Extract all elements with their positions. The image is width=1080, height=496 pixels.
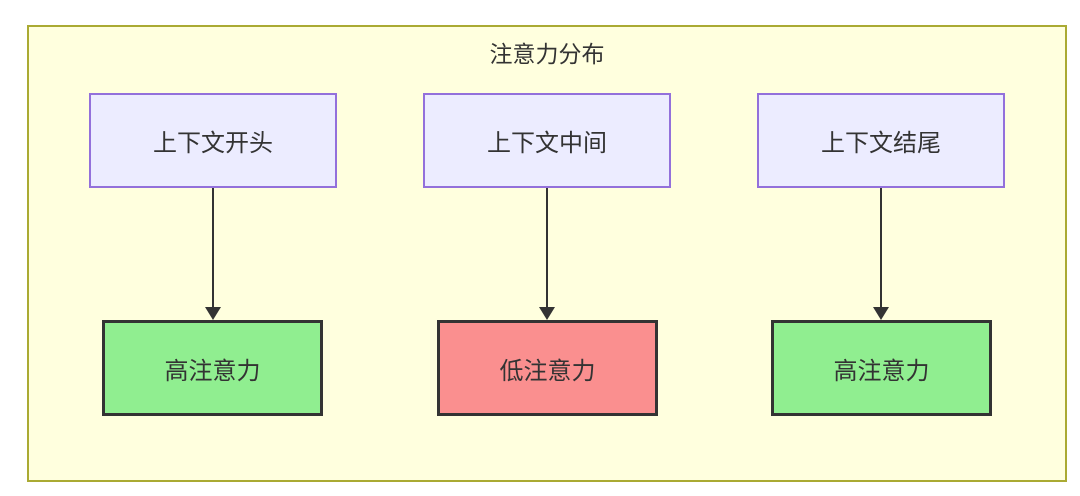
arrow-start-to-high — [205, 188, 221, 320]
arrowhead-down-icon — [539, 307, 555, 320]
arrowhead-down-icon — [873, 307, 889, 320]
arrow-line — [212, 188, 214, 310]
diagram-title: 注意力分布 — [489, 41, 605, 67]
node-high-attention-start-label: 高注意力 — [164, 357, 261, 385]
node-low-attention-middle-label: 低注意力 — [499, 357, 596, 385]
arrow-end-to-high — [873, 188, 889, 320]
node-low-attention-middle: 低注意力 — [437, 320, 658, 416]
arrow-line — [546, 188, 548, 310]
node-high-attention-end: 高注意力 — [771, 320, 992, 416]
arrow-middle-to-low — [539, 188, 555, 320]
node-context-middle: 上下文中间 — [423, 93, 671, 188]
node-high-attention-end-label: 高注意力 — [833, 357, 930, 385]
node-high-attention-start: 高注意力 — [102, 320, 323, 416]
node-context-middle-label: 上下文中间 — [487, 130, 607, 157]
node-context-start-label: 上下文开头 — [153, 130, 273, 157]
node-context-start: 上下文开头 — [89, 93, 337, 188]
node-context-end-label: 上下文结尾 — [821, 130, 941, 157]
arrow-line — [880, 188, 882, 310]
attention-distribution-panel: 注意力分布 上下文开头 上下文中间 上下文结尾 高注意力 低注意力 — [27, 25, 1067, 482]
arrowhead-down-icon — [205, 307, 221, 320]
node-context-end: 上下文结尾 — [757, 93, 1005, 188]
